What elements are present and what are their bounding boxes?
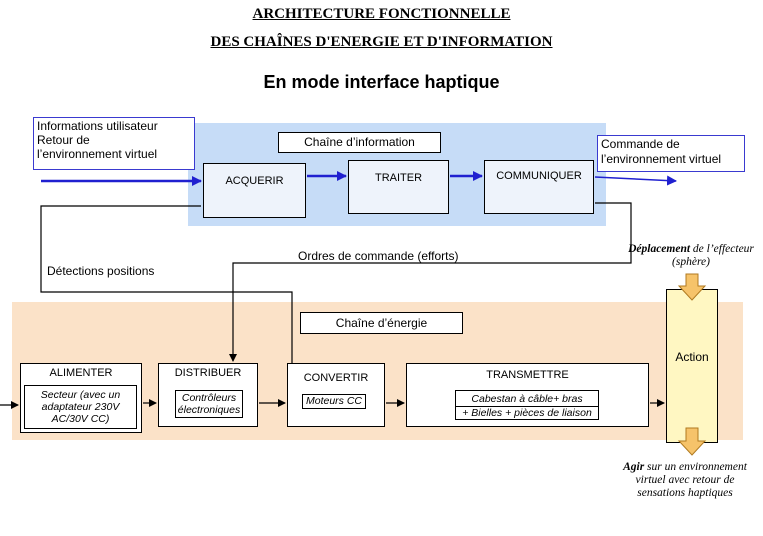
deplacement-note: Déplacement de l’effecteur (sphère) <box>622 243 760 269</box>
block-distribuer-label: DISTRIBUER <box>174 367 242 379</box>
line-detections-positions <box>40 205 293 363</box>
block-acquerir: ACQUERIR <box>203 163 306 218</box>
block-traiter: TRAITER <box>348 160 449 214</box>
orange-arrow-top <box>677 273 707 301</box>
energy-chain-label: Chaîne d’énergie <box>300 312 463 334</box>
title-line-2: DES CHAÎNES D'ENERGIE ET D'INFORMATION <box>210 34 553 50</box>
information-chain-label: Chaîne d’information <box>278 132 441 153</box>
line-ordres-commande <box>229 202 632 362</box>
block-communiquer: COMMUNIQUER <box>484 160 594 214</box>
block-alimenter: ALIMENTER Secteur (avec un adaptateur 23… <box>20 363 142 433</box>
block-traiter-label: TRAITER <box>374 172 423 184</box>
orange-arrow-bottom <box>677 427 707 456</box>
action-block: Action <box>666 289 718 443</box>
detections-positions-label: Détections positions <box>47 264 155 278</box>
block-acquerir-label: ACQUERIR <box>225 175 284 187</box>
block-transmettre: TRANSMETTRE Cabestan à câble+ bras + Bie… <box>406 363 649 427</box>
block-distribuer: DISTRIBUER Contrôleurs électroniques <box>158 363 258 427</box>
transmettre-detail-line-1: Cabestan à câble+ bras <box>471 393 583 405</box>
block-alimenter-label: ALIMENTER <box>49 367 113 379</box>
command-output-box: Commande de l’environnement virtuel <box>597 135 745 172</box>
page-subtitle: En mode interface haptique <box>263 72 500 92</box>
agir-note-bold: Agir <box>623 461 645 473</box>
distribuer-detail: Contrôleurs électroniques <box>175 390 243 418</box>
block-convertir-label: CONVERTIR <box>303 372 369 384</box>
ordres-commande-label: Ordres de commande (efforts) <box>298 249 459 263</box>
agir-note: Agir sur un environnement virtuel avec r… <box>612 461 758 500</box>
transmettre-detail: Cabestan à câble+ bras + Bielles + pièce… <box>455 390 599 420</box>
arrow-communiquer-output <box>594 175 677 186</box>
user-input-box: Informations utilisateur Retour de l’env… <box>33 117 195 170</box>
transmettre-detail-line-2: + Bielles + pièces de liaison <box>456 406 598 419</box>
title-line-1: ARCHITECTURE FONCTIONNELLE <box>252 6 511 22</box>
action-label: Action <box>675 350 709 364</box>
block-communiquer-label: COMMUNIQUER <box>496 170 582 182</box>
block-transmettre-label: TRANSMETTRE <box>486 369 569 381</box>
info-flow-arrows <box>41 171 677 186</box>
block-convertir: CONVERTIR Moteurs CC <box>287 363 385 427</box>
deplacement-note-rest: de l’effecteur (sphère) <box>672 243 754 268</box>
alimenter-detail: Secteur (avec un adaptateur 230V AC/30V … <box>24 385 137 429</box>
agir-note-rest: sur un environnement virtuel avec retour… <box>635 461 747 499</box>
convertir-detail: Moteurs CC <box>302 394 366 409</box>
deplacement-note-bold: Déplacement <box>628 243 691 255</box>
